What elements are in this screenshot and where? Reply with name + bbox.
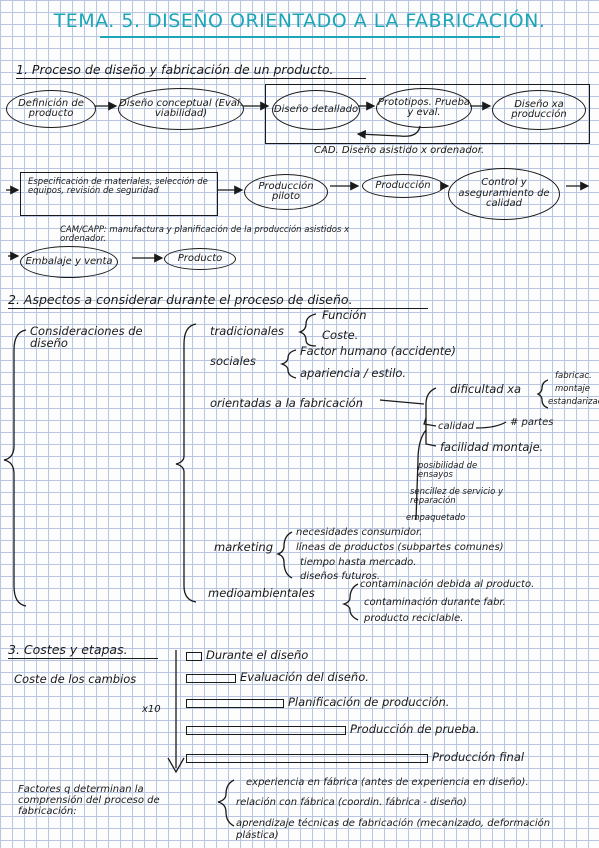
brace-soc (279, 349, 297, 379)
brace-orient-top (425, 387, 437, 418)
page-title: TEMA. 5. DISEÑO ORIENTADO A LA FABRICACI… (53, 10, 546, 32)
section-2-heading: 2. Aspectos a considerar durante el proc… (8, 292, 353, 307)
trad-item-coste: Coste. (322, 328, 359, 342)
factor-aprendizaje: aprendizaje técnicas de fabricación (mec… (236, 818, 551, 841)
cad-group-box (265, 84, 590, 144)
flow-node-produccion-piloto: Producción piloto (244, 174, 328, 210)
stage-label: Durante el diseño (206, 648, 309, 662)
brace-calidad (423, 417, 437, 427)
mk-item-disenos: diseños futuros. (300, 571, 381, 582)
orient-facilidad: facilidad montaje. (440, 440, 544, 454)
brace-factors (217, 779, 235, 827)
stage-bar (186, 726, 346, 735)
brace-trad (297, 313, 317, 347)
section-3-underline (8, 658, 158, 659)
link-orient (379, 399, 425, 405)
orient-partes: # partes (510, 417, 554, 428)
stage-bar (186, 699, 284, 708)
branch-marketing: marketing (214, 540, 274, 554)
brace-facilidad (425, 418, 437, 447)
section-3-heading: 3. Costes y etapas. (8, 642, 128, 657)
flow-node-diseno-conceptual: Diseño conceptual (Eval. viabilidad) (118, 88, 244, 130)
mk-item-lineas: líneas de productos (subpartes comunes) (296, 542, 504, 553)
factor-relacion: relación con fábrica (coordin. fábrica -… (236, 797, 467, 808)
mk-item-tiempo: tiempo hasta mercado. (300, 557, 417, 568)
cam-group-box (20, 172, 218, 216)
stage-bar (186, 674, 236, 683)
orient-ensayos: posibilidad de ensayos (418, 461, 478, 480)
orient-empaquetado: empaquetado (406, 513, 466, 523)
stage-label: Planificación de producción. (288, 695, 450, 709)
flow-node-control-calidad: Control y aseguramiento de calidad (448, 168, 560, 220)
brace-dificultad (536, 379, 549, 409)
flow-node-diseno-produccion: Diseño xa producción (492, 90, 586, 130)
soc-item-apariencia: apariencia / estilo. (300, 366, 407, 380)
factors-label: Factores q determinan la comprensión del… (18, 784, 160, 817)
med-item-fabr: contaminación durante fabr. (364, 597, 506, 608)
cad-note: CAD. Diseño asistido x ordenador. (314, 145, 485, 156)
cost-axis-arrowhead (167, 757, 185, 774)
factor-experiencia: experiencia en fábrica (antes de experie… (246, 777, 529, 788)
stage-label: Evaluación del diseño. (240, 670, 369, 684)
orient-sencillez: sencillez de servicio y reparación (410, 487, 504, 506)
brace-orient-bottom (415, 429, 427, 521)
section-2-underline (8, 308, 428, 309)
soc-item-factor: Factor humano (accidente) (300, 344, 456, 358)
title-underline (100, 36, 500, 38)
branch-medioambientales: medioambientales (208, 586, 315, 600)
mk-item-necesidades: necesidades consumidor. (296, 527, 423, 538)
branch-sociales: sociales (210, 354, 256, 368)
flow-node-especificacion: Especificación de materiales, selección … (28, 177, 208, 196)
flow-node-embalaje: Embalaje y venta (20, 246, 118, 278)
stage-bar (186, 754, 428, 763)
trad-item-funcion: Función (322, 308, 367, 322)
flow-node-prototipos: Prototipos. Prueba y eval. (376, 88, 472, 128)
stage-label: Producción de prueba. (350, 722, 480, 736)
cam-note: CAM/CAPP: manufactura y planificación de… (60, 225, 350, 244)
flow-node-diseno-detallado: Diseño detallado (272, 90, 360, 130)
section-1-underline (16, 78, 366, 79)
cost-axis-label: Coste de los cambios (14, 672, 137, 686)
arrow-feedback (356, 125, 421, 139)
flow-node-definicion: Definición de producto (6, 90, 96, 128)
arrow-partes (475, 421, 507, 429)
brace-marketing (275, 531, 293, 579)
med-item-producto: contaminación debida al producto. (360, 579, 535, 590)
section-1-heading: 1. Proceso de diseño y fabricación de un… (16, 62, 334, 77)
stage-bar (186, 652, 202, 661)
brace-medio (341, 583, 359, 621)
branch-tradicionales: tradicionales (210, 324, 284, 338)
second-brace (175, 323, 197, 603)
orient-dificultad: dificultad xa (450, 382, 522, 396)
stage-label: Producción final (432, 750, 525, 764)
dif-item-estandar: estandarización (548, 397, 599, 407)
dif-item-fabricac: fabricac. (555, 371, 592, 381)
dif-item-montaje: montaje (555, 384, 591, 394)
branch-orientadas: orientadas a la fabricación (210, 396, 364, 410)
consideraciones-root: Consideraciones de diseño (30, 324, 143, 350)
med-item-reciclable: producto reciclable. (364, 613, 464, 624)
flow-node-producto: Producto (164, 248, 236, 270)
big-left-brace (3, 329, 27, 607)
cost-multiplier: x10 (142, 704, 161, 715)
orient-calidad: calidad (438, 421, 475, 432)
